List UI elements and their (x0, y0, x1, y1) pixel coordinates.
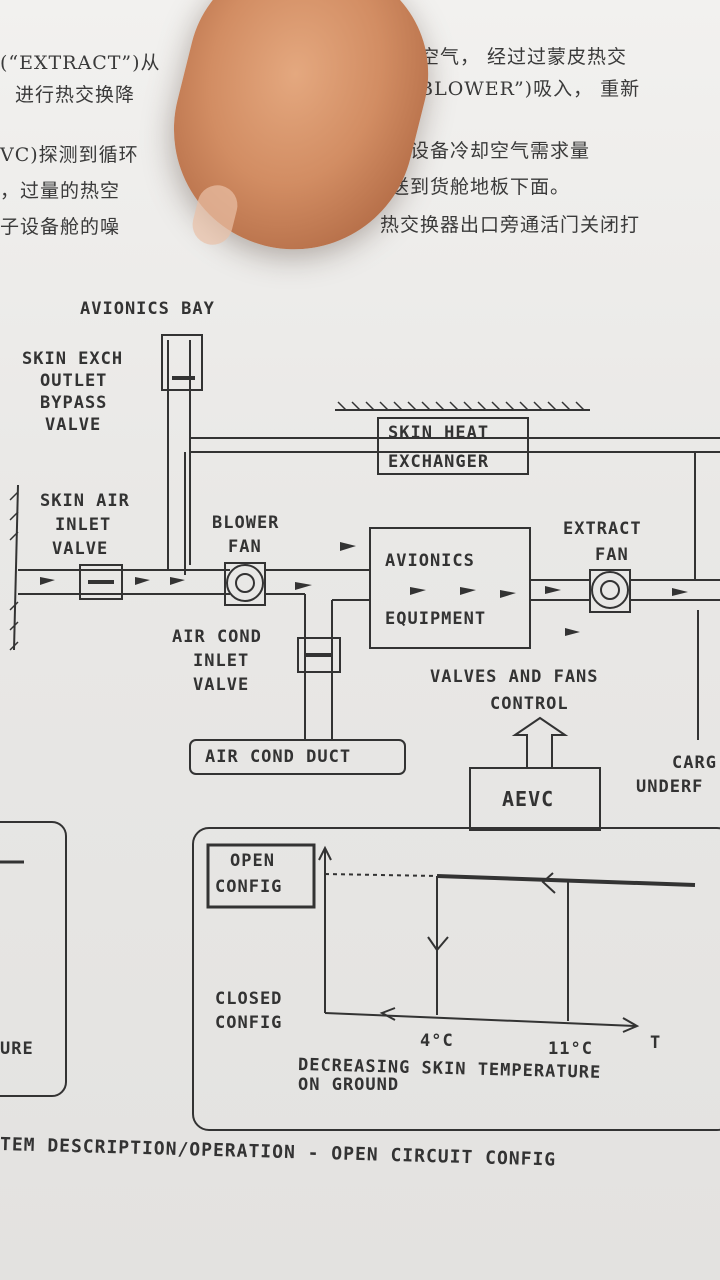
cn-line4a: ，过量的热空 (0, 180, 121, 202)
graph-closed-config-2: CONFIG (215, 1013, 283, 1033)
label-blower-2: FAN (228, 537, 262, 557)
label-skin-exch-4: VALVE (45, 415, 102, 435)
graph-closed-config-1: CLOSED (215, 989, 283, 1009)
label-skin-heat-1: SKIN HEAT (388, 423, 490, 443)
cn-line2b: (“BLOWER”)吸入， 重新 (400, 78, 641, 100)
label-air-cond-inlet-2: INLET (193, 651, 250, 671)
label-valves-control-1: VALVES AND FANS (430, 667, 599, 687)
label-cargo-2: UNDERF (636, 777, 704, 797)
graph-xlabel-2: ON GROUND (298, 1075, 400, 1095)
cn-line3b: 电子设备冷却空气需求量 (370, 140, 591, 162)
cn-line5b: 热交换器出口旁通活门关闭打 (380, 214, 641, 236)
cn-line3a: VC)探测到循环 (0, 144, 139, 166)
label-air-cond-duct: AIR COND DUCT (205, 747, 352, 767)
label-skin-exch-2: OUTLET (40, 371, 108, 391)
label-skin-heat-2: EXCHANGER (388, 452, 490, 472)
cn-line5a: 子设备舱的噪 (0, 216, 121, 238)
label-air-cond-inlet-3: VALVE (193, 675, 250, 695)
cn-line4b: 并送到货舱地板下面。 (370, 176, 571, 198)
cn-line1b: 的空气， 经过过蒙皮热交 (400, 46, 628, 68)
label-blower-1: BLOWER (212, 513, 280, 533)
graph-axis-t: T (650, 1033, 662, 1053)
label-avionics-2: EQUIPMENT (385, 609, 487, 629)
label-skin-air-2: INLET (55, 515, 112, 535)
label-skin-exch-3: BYPASS (40, 393, 108, 413)
graph-open-config-2: CONFIG (215, 877, 283, 897)
label-skin-exch-1: SKIN EXCH (22, 349, 124, 369)
graph-left-partial: URE (0, 1039, 34, 1059)
label-aevc: AEVC (502, 787, 555, 811)
label-skin-air-3: VALVE (52, 539, 109, 559)
label-air-cond-inlet-1: AIR COND (172, 627, 262, 647)
graph-temp-4: 4°C (420, 1031, 454, 1051)
cn-line1a: (“EXTRACT”)从 (0, 52, 161, 74)
graph-temp-11: 11°C (548, 1039, 593, 1059)
graph-open-config-1: OPEN (230, 851, 275, 871)
cn-line2a: 进行热交换降 (15, 84, 136, 106)
label-avionics-bay: AVIONICS BAY (80, 299, 215, 319)
label-avionics-1: AVIONICS (385, 551, 475, 571)
label-valves-control-2: CONTROL (490, 694, 569, 714)
label-extract-2: FAN (595, 545, 629, 565)
label-skin-air-1: SKIN AIR (40, 491, 130, 511)
label-cargo-1: CARG (672, 753, 717, 773)
label-extract-1: EXTRACT (563, 519, 642, 539)
